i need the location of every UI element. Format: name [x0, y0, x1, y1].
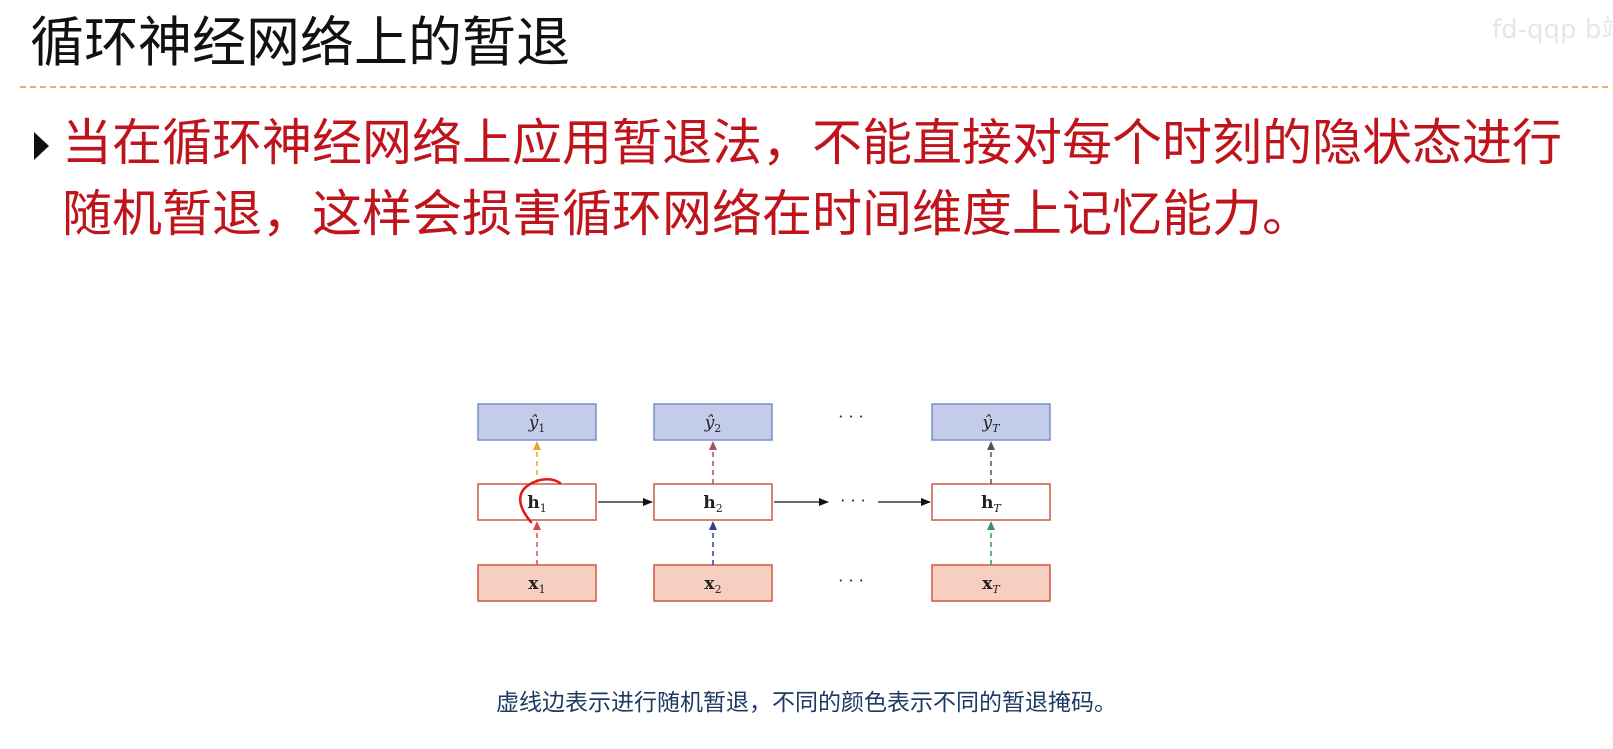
input-label-T: xT	[982, 574, 1001, 596]
hidden-label-T-sub: T	[994, 502, 1003, 515]
ellipsis-hidden: · · ·	[840, 491, 865, 510]
output-label-2-symbol: ŷ	[704, 413, 715, 433]
hidden-label-2-sub: 2	[716, 502, 723, 515]
input-label-2: x2	[704, 574, 721, 596]
hidden-label-1-symbol: h	[527, 493, 539, 513]
input-label-T-sub: T	[992, 583, 1001, 596]
input-box-T	[931, 564, 1051, 602]
output-box-1	[477, 403, 597, 441]
hidden-label-2-symbol: h	[703, 493, 715, 513]
hidden-label-1-sub: 1	[540, 502, 547, 515]
input-box-1	[477, 564, 597, 602]
hidden-box-2	[653, 483, 773, 521]
ellipsis-output: · · ·	[838, 407, 863, 426]
hidden-box-1	[477, 483, 597, 521]
hidden-label-1: h1	[527, 493, 546, 515]
output-label-T: ŷT	[982, 413, 1002, 435]
output-label-T-sub: T	[992, 422, 1001, 435]
figure-caption: 虚线边表示进行随机暂退，不同的颜色表示不同的暂退掩码。	[496, 690, 1117, 716]
output-label-1: ŷ1	[528, 413, 546, 435]
input-label-1-symbol: x	[528, 574, 539, 594]
red-annotation-stroke	[518, 477, 562, 524]
output-label-1-symbol: ŷ	[528, 413, 539, 433]
output-box-T	[931, 403, 1051, 441]
output-label-T-symbol: ŷ	[982, 413, 993, 433]
input-label-1-sub: 1	[539, 583, 546, 596]
input-label-T-symbol: x	[982, 574, 993, 594]
output-label-2: ŷ2	[704, 413, 722, 435]
bullet-text: 当在循环神经网络上应用暂退法，不能直接对每个时刻的隐状态进行随机暂退，这样会损害…	[62, 114, 1562, 243]
slide-title: 循环神经网络上的暂退	[30, 11, 570, 74]
input-box-2	[653, 564, 773, 602]
hidden-label-2: h2	[703, 493, 722, 515]
input-label-2-sub: 2	[715, 583, 722, 596]
input-label-2-symbol: x	[704, 574, 715, 594]
output-box-2	[653, 403, 773, 441]
title-divider	[20, 86, 1608, 88]
input-label-1: x1	[528, 574, 545, 596]
ellipsis-input: · · ·	[838, 571, 863, 590]
output-label-2-sub: 2	[714, 422, 721, 435]
bullet-triangle-icon	[34, 132, 49, 160]
output-label-1-sub: 1	[538, 422, 545, 435]
hidden-label-T-symbol: h	[981, 493, 993, 513]
hidden-box-T	[931, 483, 1051, 521]
watermark: fd-qqp b站	[1492, 15, 1612, 45]
hidden-label-T: hT	[981, 493, 1002, 515]
